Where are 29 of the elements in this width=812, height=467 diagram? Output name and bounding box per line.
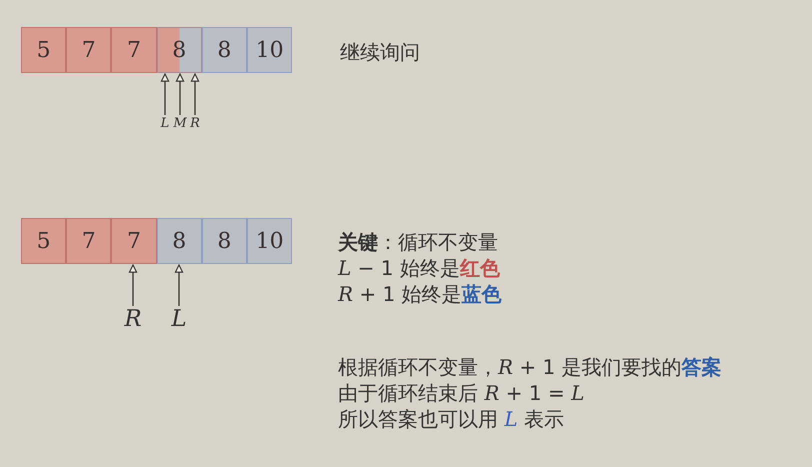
array-cell: 8 — [156, 27, 202, 73]
array-cell: 8 — [156, 218, 202, 264]
array-cell: 5 — [21, 27, 66, 73]
pointer-arrow — [176, 73, 184, 115]
array-cell: 10 — [247, 27, 292, 73]
array-cell: 5 — [21, 218, 66, 264]
array-cell: 7 — [66, 218, 112, 264]
array-cell: 7 — [111, 27, 157, 73]
array-cell: 7 — [111, 218, 157, 264]
note-text: R + 1 始终是蓝色 — [338, 282, 502, 306]
pointer-label: L — [170, 308, 188, 332]
array-cell: 10 — [247, 218, 292, 264]
pointer-label: R — [189, 117, 201, 131]
pointer-arrow — [128, 264, 138, 306]
note-text: L − 1 始终是红色 — [338, 256, 500, 280]
note-text: 由于循环结束后 R + 1 = L — [338, 381, 584, 405]
pointer-label: R — [123, 308, 143, 332]
pointer-arrow — [174, 264, 184, 306]
note-text: 所以答案也可以用 L 表示 — [338, 407, 564, 431]
status-text: 继续询问 — [340, 40, 420, 64]
array-cell: 8 — [202, 27, 247, 73]
array-cell: 8 — [202, 218, 247, 264]
heading-text: 关键：循环不变量 — [338, 230, 498, 254]
pointer-arrow — [160, 73, 170, 115]
array-cell: 7 — [66, 27, 112, 73]
note-text: 根据循环不变量，R + 1 是我们要找的答案 — [338, 355, 722, 379]
pointer-label: M — [173, 117, 187, 131]
pointer-arrow — [190, 73, 200, 115]
pointer-label: L — [159, 117, 171, 131]
